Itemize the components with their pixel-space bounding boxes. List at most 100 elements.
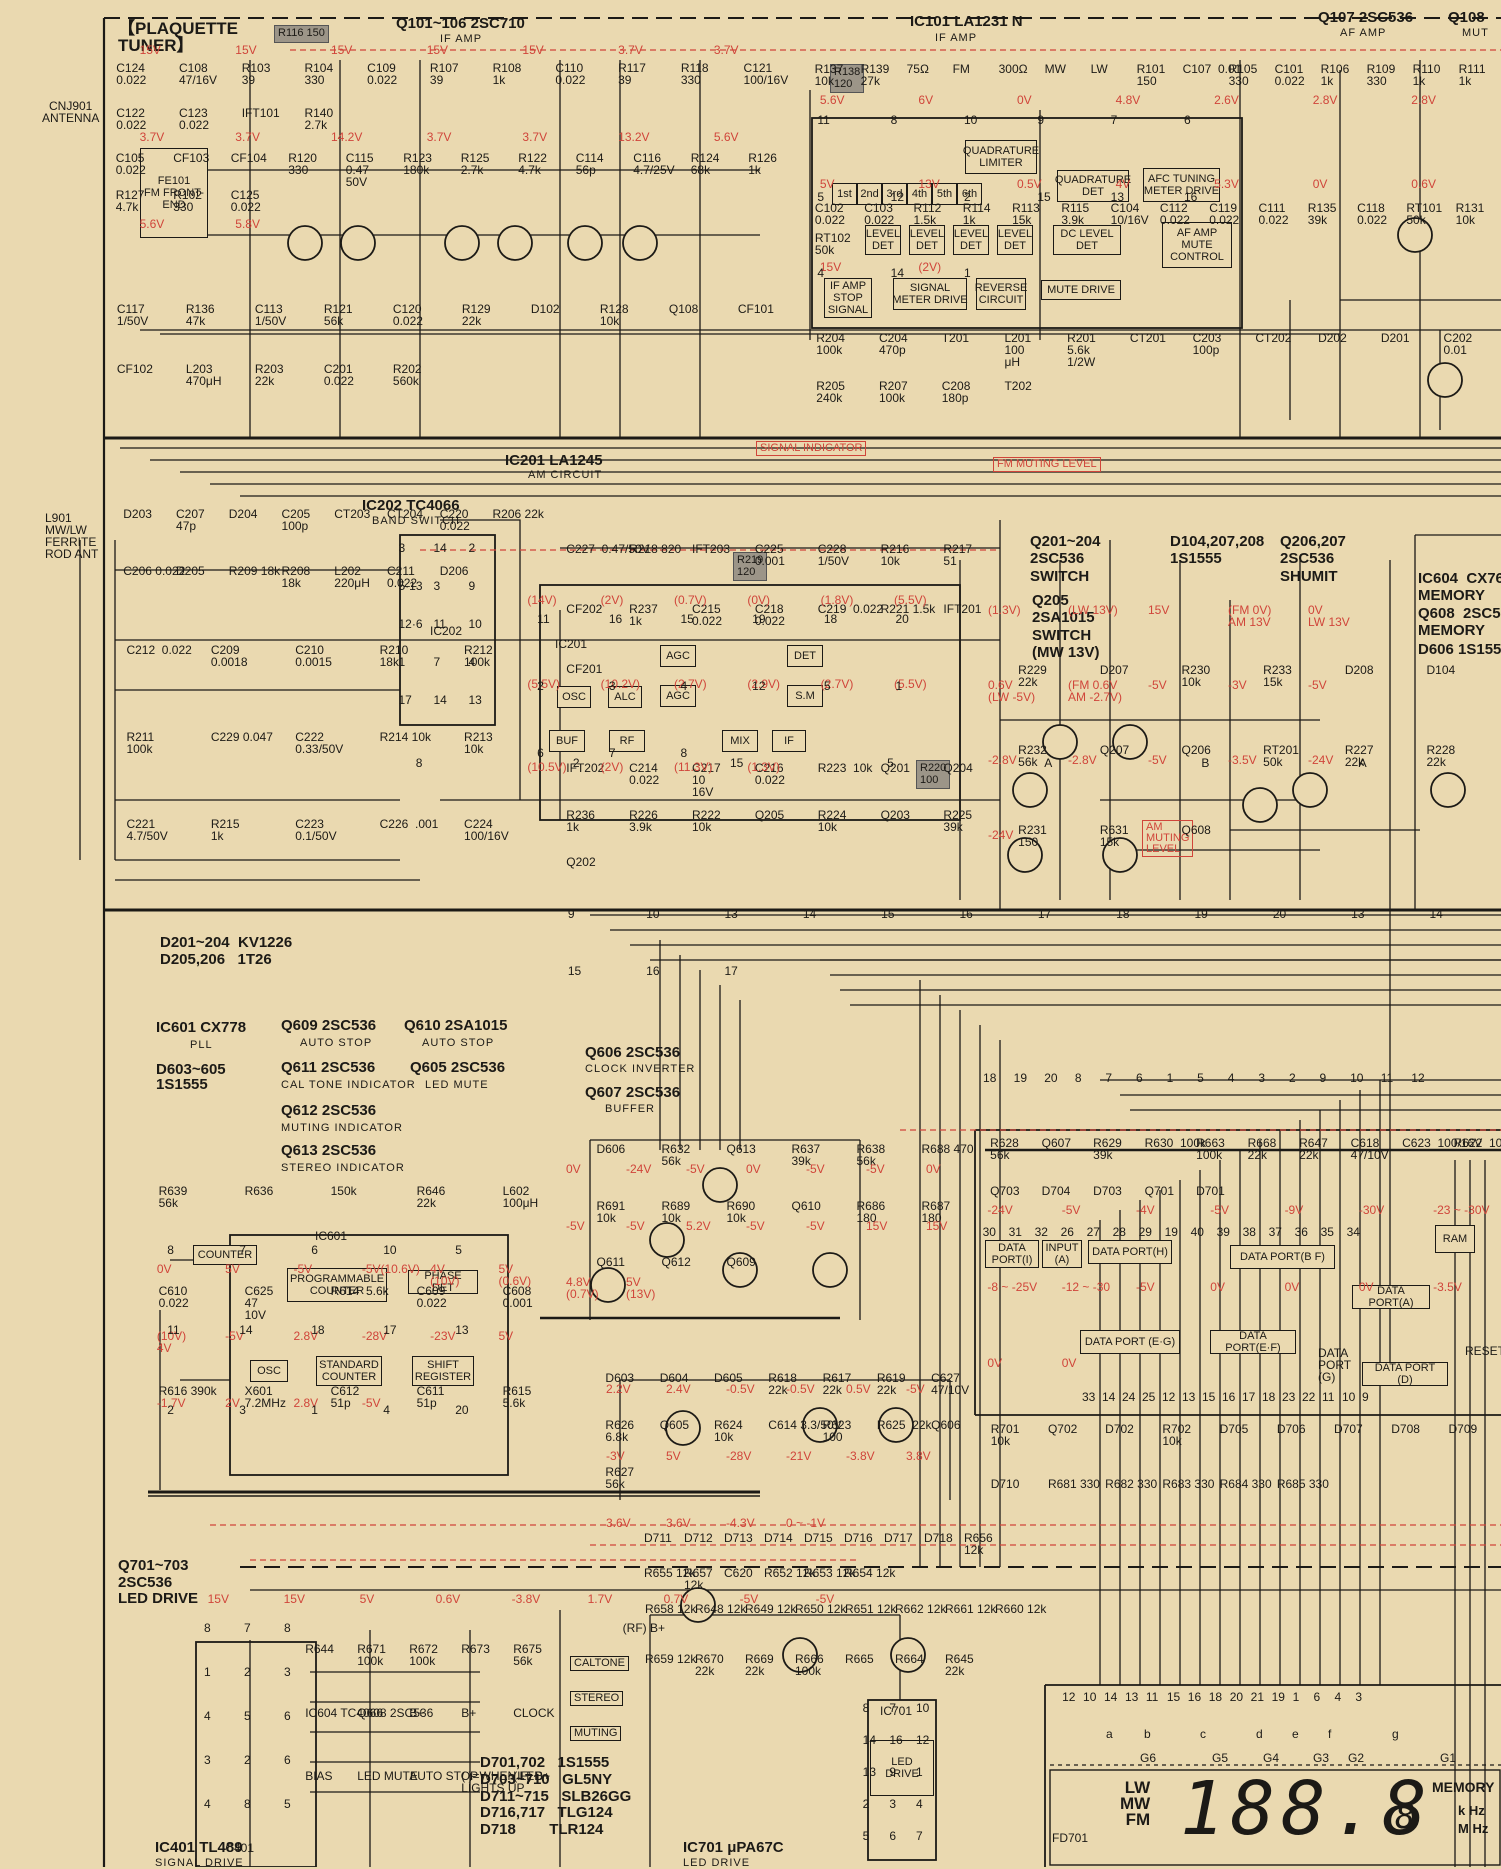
voltage-label: -5V [1308, 677, 1327, 692]
voltage-label: 0.7V [663, 1592, 689, 1607]
voltage-label: -24V [1308, 752, 1334, 767]
component-label: C206 0.022 [123, 564, 186, 579]
component-label: R616 390k [158, 1384, 217, 1398]
pin-number: 3 [433, 578, 441, 593]
pin-number: 8 [204, 1621, 211, 1636]
voltage-label: (LW 13V) [1068, 602, 1118, 617]
voltage-label: 0 ~ -1V [786, 1515, 826, 1530]
component-label: R649 12k [745, 1601, 797, 1616]
voltage-label: 5V (13V) [626, 1275, 656, 1302]
component-label: Q202 [566, 854, 596, 869]
dc-level-block: DC LEVEL DET [1053, 225, 1121, 255]
pin-number: 10 [383, 1243, 397, 1257]
component-label: T202 [1004, 378, 1032, 393]
pin-number: 12 [890, 189, 905, 204]
voltage-label: -24V [987, 1202, 1013, 1217]
pin-number: 9 [468, 578, 476, 593]
component-label: R675 56k [513, 1642, 542, 1669]
afc-meter-block: AFC TUNING METER DRIVE [1143, 168, 1220, 202]
component-label: R204 100k [816, 331, 845, 358]
component-label: R668 22k [1247, 1136, 1277, 1163]
pin-number: 14 [802, 906, 817, 921]
pin-number: 10 [646, 906, 660, 921]
component-label: C227 0.47/50V [566, 542, 650, 556]
voltage-label: -3V [1228, 677, 1247, 692]
voltage-label: -2.8V [988, 752, 1017, 767]
component-label: R627 56k [605, 1464, 635, 1491]
pin-number: 13 [1182, 1389, 1196, 1404]
pin-number: 1 [204, 1665, 211, 1680]
component-label: D712 [684, 1530, 713, 1545]
component-label: R125 2.7k [460, 150, 490, 177]
component-label: D710 [990, 1476, 1020, 1491]
q101-sublabel: IF AMP [440, 33, 483, 45]
pin-number: 15 [730, 755, 744, 770]
pin-number: 27 [1086, 1225, 1100, 1239]
component-label: R619 22k [876, 1371, 906, 1398]
level-det-block: LEVEL DET [997, 225, 1033, 255]
component-label: Q703 [990, 1183, 1020, 1198]
component-label: CF202 [566, 602, 603, 616]
pin-number: 3 [1355, 1689, 1363, 1704]
alc-block: ALC [608, 686, 642, 708]
tuner-section-label: 【PLAQUETTE TUNER】 [118, 19, 238, 55]
voltage-label: 5V [225, 1262, 240, 1277]
pin-number: 9 [1319, 1070, 1327, 1085]
voltage-label: -5V [686, 1161, 705, 1176]
component-label: C215 0.022 [692, 602, 723, 628]
component-label: C112 0.022 [1159, 200, 1190, 227]
component-label: R107 39 [429, 61, 459, 88]
component-label: R686 180 [856, 1198, 886, 1225]
pin-number: 2 [468, 540, 476, 555]
pin-number: 25 [1142, 1389, 1156, 1404]
voltage-label: 5V [666, 1449, 681, 1463]
pin-number: 14 [890, 266, 905, 281]
pin-number: 18 [983, 1070, 997, 1085]
if-stage: 1st [832, 183, 857, 205]
pin-number: A [1044, 755, 1053, 770]
osc601-block: OSC [250, 1360, 288, 1382]
pin-number: 8 [862, 1700, 870, 1715]
component-label: C117 1/50V [116, 302, 149, 328]
if-stage: 4th [907, 183, 932, 205]
component-label: D711 [644, 1530, 672, 1545]
component-label: R224 10k [817, 808, 847, 834]
voltage-label: 1.7V [587, 1592, 613, 1607]
diode-list: D701,702 1S1555 D703~710 GL5NY D711~715 … [480, 1754, 632, 1839]
ic601-label: IC601 CX778 [156, 1019, 247, 1036]
pin-number: 9 [1037, 112, 1045, 127]
ic601-box-label: IC601 [315, 1229, 348, 1243]
component-label: C229 0.047 [210, 730, 273, 744]
component-label: C113 1/50V [254, 302, 287, 328]
voltage-label: (5.5V) [894, 676, 927, 691]
q205-label: Q205 2SA1015 SWITCH (MW 13V) [1032, 592, 1100, 661]
component-label: CT203 [334, 506, 371, 521]
pin-number: 15 [881, 906, 895, 921]
r219-warning: R219 120 [733, 552, 768, 582]
voltage-label: 4V [1115, 176, 1131, 191]
component-label: D718 [924, 1530, 953, 1545]
pin-number: 22 [1302, 1389, 1316, 1404]
component-label: R673 [461, 1642, 490, 1657]
pin-number: 6 [311, 1243, 318, 1257]
pin-number: 33 [1082, 1389, 1096, 1404]
pin-number: 1 [398, 654, 406, 669]
component-label: D603 [605, 1371, 635, 1386]
fd701-label: FD701 [1052, 1831, 1089, 1845]
component-label: Q606 [931, 1418, 961, 1432]
voltage-label: -3.8V [511, 1592, 541, 1607]
component-label: R656 12k [964, 1530, 993, 1557]
component-label: CF104 [230, 150, 267, 165]
pin-number: 16 [608, 612, 623, 627]
voltage-label: 5.6V [819, 93, 845, 108]
component-label: R657 12k [684, 1565, 713, 1592]
voltage-label: 5V (0.6V) [498, 1262, 532, 1289]
component-label: R660 12k [995, 1601, 1047, 1616]
voltage-label: 0.6V (LW -5V) [988, 677, 1036, 704]
component-label: R215 1k [210, 816, 240, 843]
component-label: C618 47/10V [1350, 1136, 1389, 1163]
q610-sublabel: AUTO STOP [422, 1037, 495, 1049]
component-label: R221 1.5k [880, 602, 936, 616]
voltage-label: -5V [806, 1161, 825, 1176]
pin-number: 5 [887, 755, 894, 770]
